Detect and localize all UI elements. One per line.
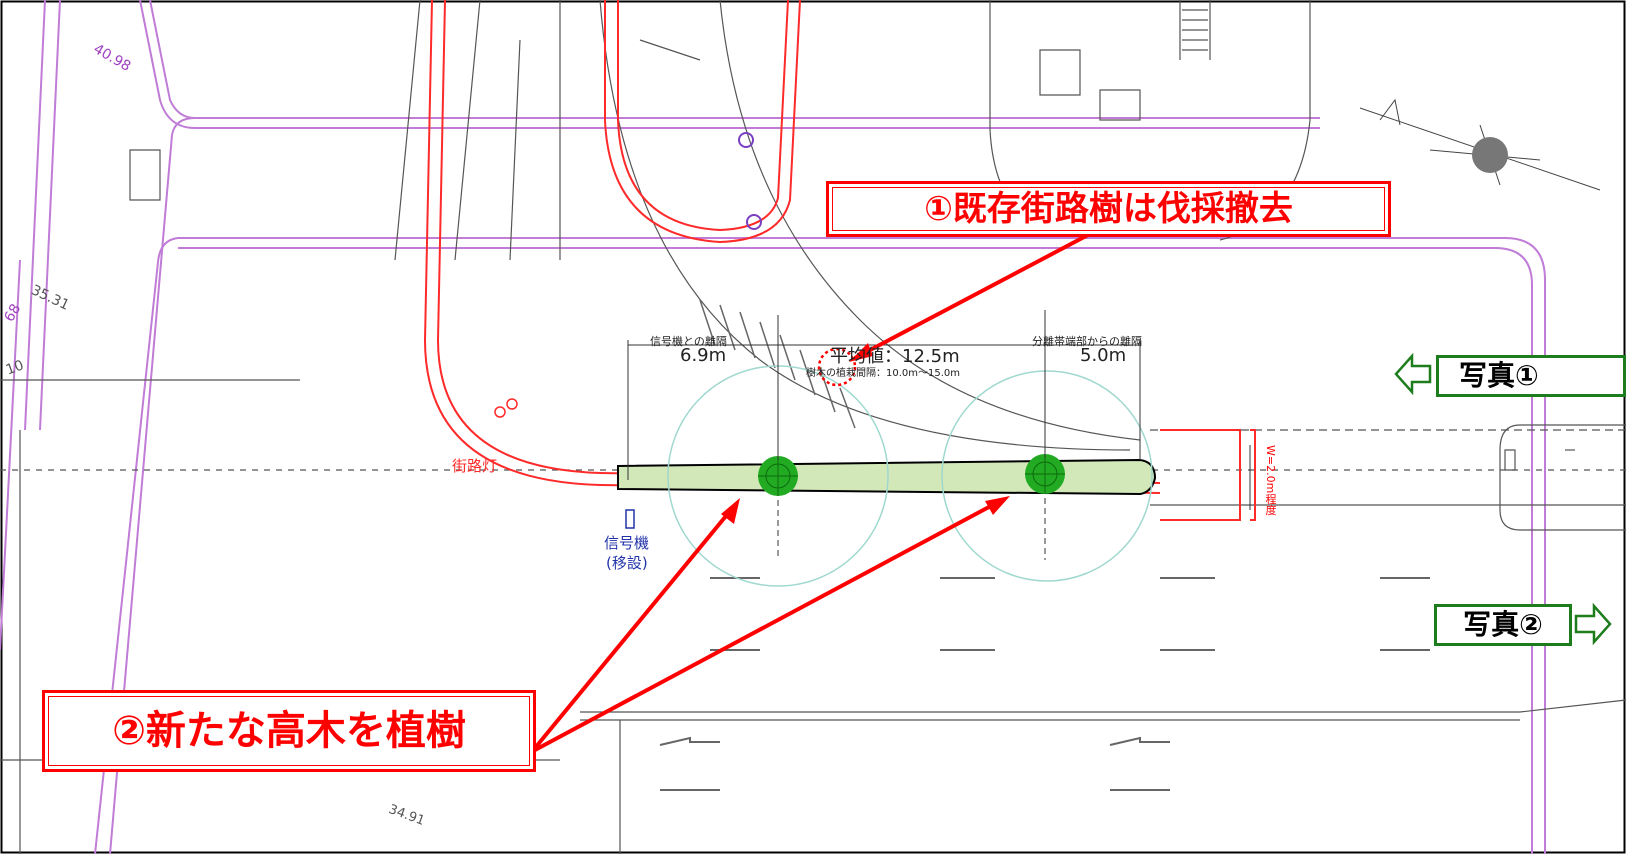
utility-markers bbox=[738, 132, 762, 230]
dimension-value-signal: 6.9m bbox=[680, 345, 727, 366]
boundary-lines bbox=[0, 0, 1546, 854]
existing-tree-marker bbox=[817, 347, 857, 387]
new-tree-symbol bbox=[1025, 454, 1065, 494]
new-tree-symbol bbox=[758, 456, 798, 496]
signal-pole-icon bbox=[625, 509, 635, 529]
north-arrow-icon bbox=[1359, 98, 1601, 191]
photo-tag-2-text: 写真② bbox=[1463, 608, 1543, 641]
street-light-label: 街路灯 bbox=[452, 457, 498, 475]
dimension-value-median: 5.0m bbox=[1080, 345, 1127, 366]
signal-label-line2: (移設) bbox=[606, 554, 648, 572]
lane-markings bbox=[659, 577, 1430, 791]
dimension-lines bbox=[627, 310, 1251, 560]
photo1-direction-arrow bbox=[1394, 352, 1432, 396]
callout-plant-new-tree: ②新たな高木を植樹 bbox=[42, 690, 536, 772]
dimension-spacing-note: 樹木の植栽間隔：10.0m～15.0m bbox=[806, 368, 961, 379]
signal-label-line1: 信号機 bbox=[604, 534, 650, 552]
dimension-caption-signal: 信号機との離隔 bbox=[650, 335, 727, 348]
street-light-icon bbox=[494, 398, 518, 418]
planting-strip bbox=[617, 458, 1157, 496]
island-outline bbox=[423, 0, 1256, 521]
photo-tag-2: 写真② bbox=[1434, 604, 1572, 646]
dimension-caption-median: 分離帯端部からの離隔 bbox=[1032, 335, 1142, 348]
callout-remove-existing-tree: ①既存街路樹は伐採撤去 bbox=[826, 181, 1391, 237]
callout-arrows bbox=[533, 224, 1106, 752]
photo2-direction-arrow bbox=[1574, 602, 1612, 646]
dimension-value-average: 平均値：12.5m bbox=[830, 346, 960, 367]
callout-remove-existing-tree-text: ①既存街路樹は伐採撤去 bbox=[924, 189, 1293, 229]
photo-tag-1: 写真① bbox=[1436, 355, 1626, 397]
photo-tag-1-text: 写真① bbox=[1459, 359, 1539, 392]
callout-plant-new-tree-text: ②新たな高木を植樹 bbox=[112, 708, 466, 754]
width-note: W=2.0m程度 bbox=[1264, 445, 1277, 516]
